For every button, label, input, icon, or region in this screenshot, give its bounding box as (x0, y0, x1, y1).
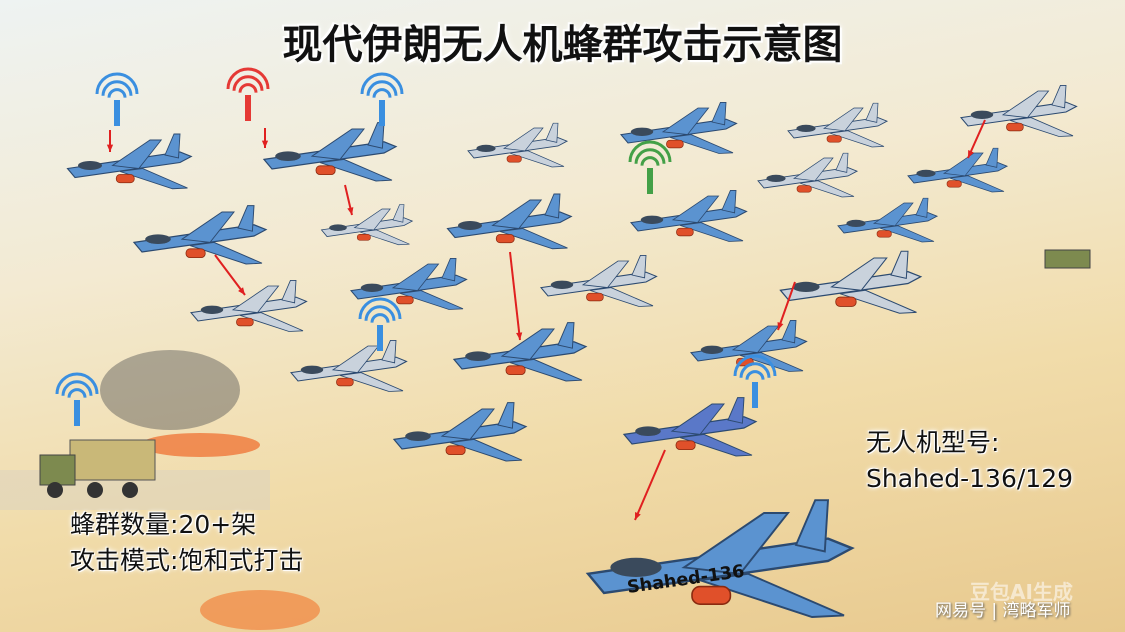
launcher-truck (39, 439, 156, 498)
drone (907, 147, 1009, 193)
drone (779, 250, 923, 314)
drone (539, 254, 658, 307)
drone (787, 102, 889, 148)
swarm-info: 蜂群数量:20+架 攻击模式:饱和式打击 (70, 507, 303, 580)
drone: Shahed-136 (585, 499, 855, 618)
drone (622, 397, 758, 457)
drone (446, 193, 573, 250)
swarm-count-value: 20+架 (178, 510, 257, 539)
data-link-arrow (634, 449, 666, 521)
signal-icon (360, 72, 404, 126)
data-link-arrow (777, 281, 796, 331)
drone (467, 122, 569, 168)
attack-mode-label: 攻击模式: (70, 546, 179, 576)
data-link-arrow (261, 128, 269, 148)
drone (262, 122, 398, 182)
ai-watermark: 豆包AI生成 (970, 580, 1073, 604)
model-value: Shahed-136/129 (866, 464, 1074, 494)
signal-icon (226, 67, 270, 121)
signal-icon (733, 354, 777, 408)
drone (757, 152, 859, 198)
signal-icon (358, 297, 402, 351)
data-link-arrow (344, 184, 354, 216)
model-label: 无人机型号: (866, 428, 1000, 457)
tank (1044, 249, 1091, 269)
smoke-cloud (100, 350, 240, 430)
data-link-arrow (967, 119, 986, 159)
signal-icon (95, 72, 139, 126)
source-watermark: 网易号 | 湾略军师 (935, 601, 1071, 621)
data-link-arrow (214, 254, 246, 296)
drone (452, 322, 588, 382)
fire (140, 433, 260, 457)
model-info: 无人机型号: Shahed-136/129 (866, 425, 1073, 498)
drone (132, 205, 268, 265)
signal-icon (628, 140, 672, 194)
drone (320, 204, 414, 246)
drone (689, 319, 808, 372)
swarm-count-label: 蜂群数量: (70, 510, 179, 539)
drone (959, 84, 1078, 137)
drone (349, 257, 468, 310)
drone (66, 133, 193, 190)
fire (200, 590, 320, 630)
drone (619, 101, 738, 154)
signal-icon (55, 372, 99, 426)
page-title: 现代伊朗无人机蜂群攻击示意图 (282, 22, 843, 68)
attack-mode-value: 饱和式打击 (178, 546, 304, 576)
data-link-arrow (509, 251, 523, 341)
drone (289, 339, 408, 392)
drone (837, 197, 939, 243)
drone (629, 189, 748, 242)
drone (189, 279, 308, 332)
drone (392, 402, 528, 462)
data-link-arrow (106, 130, 114, 152)
